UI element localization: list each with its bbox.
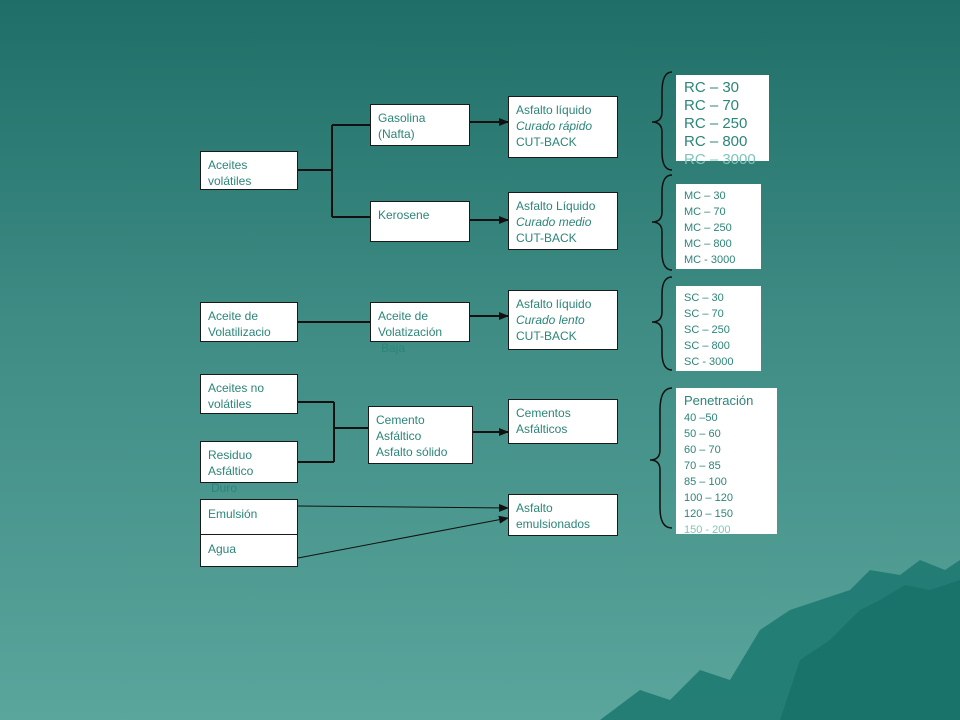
aceite-volatizacion-overflow-text: Baja xyxy=(381,341,406,355)
aceite-volatizacion-line-1: Aceite de xyxy=(378,309,429,323)
penetracion-title: Penetración xyxy=(684,393,754,408)
aceites-no-volatiles-line-1: Aceites no xyxy=(208,381,265,395)
rc-grades-list: RC – 30 RC – 70 RC – 250 RC – 800 RC – 3… xyxy=(676,75,769,168)
penetracion-grades-list: Penetración 40 –50 50 – 60 60 – 70 70 – … xyxy=(676,388,777,536)
curado-rapido-box: Asfalto líquido Curado rápido CUT-BACK xyxy=(508,96,618,158)
penetracion-grade-4: 70 – 85 xyxy=(684,460,721,472)
penetracion-grade-7: 120 – 150 xyxy=(684,508,733,520)
rc-grade-30: RC – 30 xyxy=(684,79,740,96)
aceite-volatilizacion-line-1: Aceite de xyxy=(208,309,259,323)
aceites-no-volatiles-box: Aceites no volátiles xyxy=(200,374,298,414)
cemento-line-1: Cemento xyxy=(376,413,425,427)
sc-grade-800: SC – 800 xyxy=(684,340,730,352)
gasolina-line-2: (Nafta) xyxy=(378,127,415,141)
aceites-volatiles-line-1: Aceites xyxy=(208,158,248,172)
penetracion-grade-8: 150 - 200 xyxy=(684,524,731,536)
residuo-asfaltico-line-1: Residuo xyxy=(208,448,253,462)
curado-medio-line-3: CUT-BACK xyxy=(516,231,577,245)
cementos-line-1: Cementos xyxy=(516,406,571,420)
aceites-volatiles-box: Aceites volátiles xyxy=(200,151,298,190)
gasolina-line-1: Gasolina xyxy=(378,111,426,125)
sc-grade-30: SC – 30 xyxy=(684,292,724,304)
aceites-volatiles-line-2: volátiles xyxy=(208,174,252,188)
curado-lento-line-1: Asfalto líquido xyxy=(516,297,592,311)
penetracion-grade-5: 85 – 100 xyxy=(684,476,727,488)
mc-grade-800: MC – 800 xyxy=(684,238,732,250)
curado-lento-line-2: Curado lento xyxy=(516,313,585,327)
curado-medio-line-1: Asfalto Líquido xyxy=(516,199,596,213)
aceite-volatizacion-box: Aceite de Volatización xyxy=(370,302,470,342)
cemento-line-2: Asfáltico xyxy=(376,429,422,443)
curado-lento-line-3: CUT-BACK xyxy=(516,329,577,343)
emulsion-agua-box: Emulsión Agua xyxy=(200,499,298,567)
curado-rapido-line-1: Asfalto líquido xyxy=(516,103,592,117)
asfalto-emulsionados-box: Asfalto emulsionados xyxy=(508,494,618,536)
emulsionados-line-1: Asfalto xyxy=(516,501,553,515)
sc-grade-70: SC – 70 xyxy=(684,308,724,320)
cementos-line-2: Asfálticos xyxy=(516,422,568,436)
rc-grade-3000: RC – 3000 xyxy=(684,151,756,168)
kerosene-box: Kerosene xyxy=(370,201,470,242)
rc-grade-800: RC – 800 xyxy=(684,133,748,150)
curado-rapido-line-2: Curado rápido xyxy=(516,119,593,133)
cementos-asfalticos-box: Cementos Asfálticos xyxy=(508,399,618,444)
penetracion-grade-2: 50 – 60 xyxy=(684,428,721,440)
agua-cell: Agua xyxy=(201,534,297,566)
rc-grade-250: RC – 250 xyxy=(684,115,748,132)
gasolina-box: Gasolina (Nafta) xyxy=(370,104,470,146)
curado-rapido-line-3: CUT-BACK xyxy=(516,135,577,149)
sc-grade-250: SC – 250 xyxy=(684,324,730,336)
mc-grade-250: MC – 250 xyxy=(684,222,732,234)
aceite-volatilizacion-box: Aceite de Volatilizacio xyxy=(200,302,298,342)
sc-grades-list: SC – 30 SC – 70 SC – 250 SC – 800 SC - 3… xyxy=(676,286,761,371)
curado-lento-box: Asfalto líquido Curado lento CUT-BACK xyxy=(508,290,618,350)
curado-medio-box: Asfalto Líquido Curado medio CUT-BACK xyxy=(508,192,618,250)
penetracion-grade-1: 40 –50 xyxy=(684,412,718,424)
aceites-no-volatiles-line-2: volátiles xyxy=(208,397,252,411)
cemento-line-3: Asfalto sólido xyxy=(376,445,448,459)
residuo-asfaltico-line-2: Asfáltico xyxy=(208,464,254,478)
emulsion-cell: Emulsión xyxy=(208,507,258,521)
kerosene-label: Kerosene xyxy=(378,208,430,222)
penetracion-grade-3: 60 – 70 xyxy=(684,444,721,456)
aceite-volatizacion-line-2: Volatización xyxy=(378,325,443,339)
rc-grade-70: RC – 70 xyxy=(684,97,740,114)
mc-grade-70: MC – 70 xyxy=(684,206,726,218)
emulsionados-line-2: emulsionados xyxy=(516,517,591,531)
sc-grade-3000: SC - 3000 xyxy=(684,356,734,368)
cemento-asfaltico-box: Cemento Asfáltico Asfalto sólido xyxy=(368,406,473,464)
mc-grade-3000: MC - 3000 xyxy=(684,254,736,266)
residuo-asfaltico-overflow-text: Duro xyxy=(211,481,238,495)
mc-grades-list: MC – 30 MC – 70 MC – 250 MC – 800 MC - 3… xyxy=(676,184,761,269)
aceite-volatilizacion-line-2: Volatilizacio xyxy=(208,325,271,339)
penetracion-grade-6: 100 – 120 xyxy=(684,492,733,504)
curado-medio-line-2: Curado medio xyxy=(516,215,592,229)
residuo-asfaltico-box: Residuo Asfáltico xyxy=(200,441,298,483)
mc-grade-30: MC – 30 xyxy=(684,190,726,202)
